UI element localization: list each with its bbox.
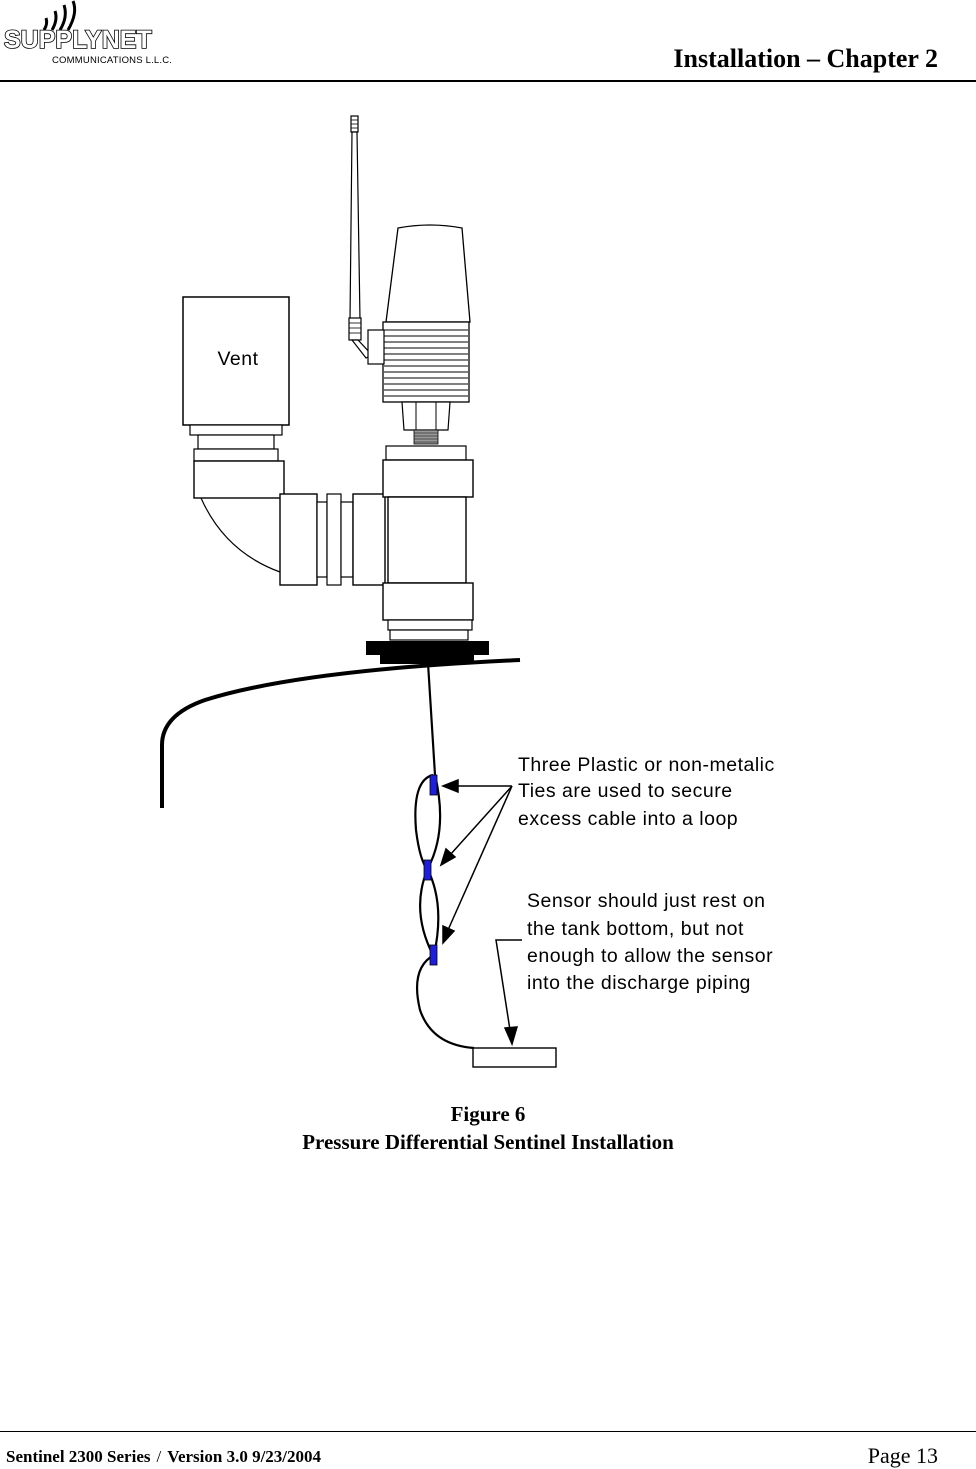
tank-top-curve [160, 658, 521, 808]
riser-tee [382, 459, 474, 498]
signal-waves-icon [42, 0, 77, 31]
installation-diagram: TankLink Vent [160, 115, 775, 1068]
cable-tie-3 [429, 944, 438, 966]
footer-divider [0, 1431, 976, 1432]
vent-cap [182, 296, 290, 426]
tie-arrows [439, 778, 513, 945]
ties-note-line-1: Three Plastic or non-metalic [518, 754, 775, 776]
sensor-arrow [495, 939, 522, 1047]
figure-number: Figure 6 [450, 1102, 526, 1126]
antenna [348, 115, 373, 359]
vent-elbow [193, 460, 285, 499]
cable-tie-2 [423, 859, 432, 881]
chapter-title: Installation – Chapter 2 [673, 44, 938, 73]
cable-tie-1 [429, 774, 438, 796]
sensor-note-line-2: the tank bottom, but not [527, 918, 744, 940]
device-dome [385, 224, 471, 323]
logo-wordmark: SUPPLYNET [3, 25, 152, 55]
series-name: Sentinel 2300 Series [6, 1447, 151, 1466]
header-divider [0, 80, 976, 82]
sensor-note-line-1: Sensor should just rest on [527, 890, 765, 912]
ties-note-line-2: Ties are used to secure [518, 780, 733, 802]
company-logo: SUPPLYNET COMMUNICATIONS L.L.C. [0, 0, 180, 70]
footer-document-info: Sentinel 2300 Series / Version 3.0 9/23/20… [6, 1447, 321, 1467]
figure-title: Pressure Differential Sentinel Installat… [302, 1130, 674, 1154]
sensor-note-line-4: into the discharge piping [527, 972, 751, 994]
tank-flange [366, 641, 489, 655]
vent-label: Vent [217, 348, 258, 370]
sensor-note-line-3: enough to allow the sensor [527, 945, 773, 967]
footer-separator: / [156, 1447, 162, 1466]
logo-subtitle: COMMUNICATIONS L.L.C. [52, 55, 173, 66]
pressure-sensor [472, 1047, 557, 1068]
ties-note-line-3: excess cable into a loop [518, 808, 738, 830]
version-info: Version 3.0 9/23/2004 [167, 1447, 322, 1466]
page-number: Page 13 [867, 1443, 938, 1468]
